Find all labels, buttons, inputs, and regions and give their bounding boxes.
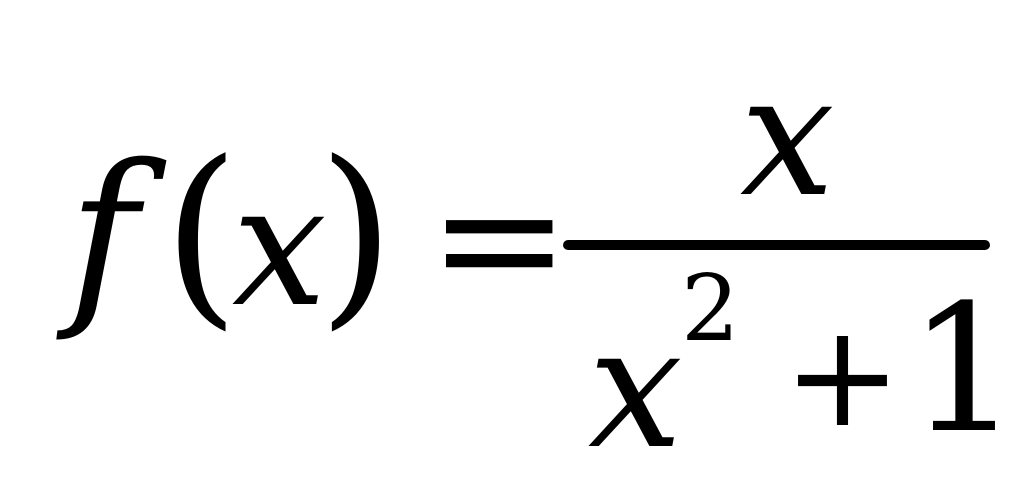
fraction-bar	[563, 240, 990, 250]
denominator-exponent: 2	[681, 255, 740, 362]
function-argument: x	[232, 148, 327, 344]
plus-sign: +	[783, 294, 902, 459]
numerator: x	[740, 38, 835, 234]
open-parenthesis: (	[163, 120, 240, 348]
math-formula: f ( x ) = x x 2 + 1	[68, 38, 1020, 486]
equals-sign: =	[428, 140, 571, 338]
denominator-variable: x	[588, 290, 683, 486]
denominator-constant: 1	[908, 267, 1020, 472]
close-parenthesis: )	[318, 120, 395, 348]
function-name: f	[68, 124, 139, 345]
